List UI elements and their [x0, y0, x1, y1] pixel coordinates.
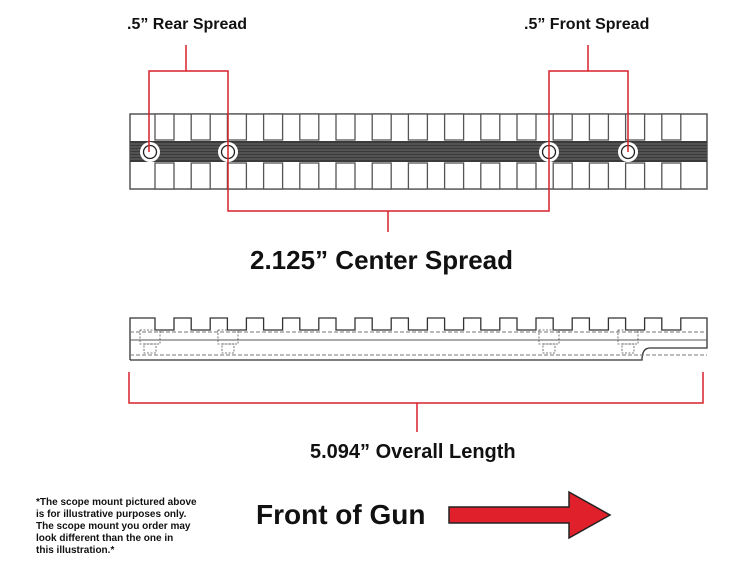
rail-slot	[480, 113, 501, 141]
rail-slot	[371, 162, 392, 190]
rail-slot	[516, 113, 537, 141]
rail-slot	[335, 113, 356, 141]
rail-slot	[624, 162, 646, 190]
rail-slot	[443, 113, 465, 141]
dimension-lines	[128, 45, 704, 432]
rail-slot	[407, 162, 429, 190]
rail-slot	[371, 113, 392, 141]
screw	[217, 329, 239, 345]
screw	[538, 329, 560, 345]
disclaimer-line: is for illustrative purposes only.	[36, 509, 187, 520]
rail-slot	[190, 162, 211, 190]
rear-spread-bracket	[148, 45, 229, 152]
disclaimer-line: *The scope mount pictured above	[36, 497, 197, 508]
screw	[617, 329, 639, 345]
rail-slot	[190, 113, 211, 141]
disclaimer-line: look different than the one in	[36, 533, 174, 544]
rail-slot	[154, 113, 175, 141]
rail-slot	[552, 162, 573, 190]
rail-slot	[516, 162, 537, 190]
rail-slot	[480, 162, 501, 190]
center-spread-label: 2.125” Center Spread	[250, 245, 514, 275]
front-of-gun-label: Front of Gun	[256, 499, 426, 530]
overall-length-label: 5.094” Overall Length	[310, 441, 516, 463]
disclaimer: *The scope mount pictured above is for i…	[36, 497, 197, 557]
front-spread-bracket	[548, 45, 629, 152]
rail-slot	[226, 113, 248, 141]
rail-slot	[443, 162, 465, 190]
rail-slot	[226, 162, 248, 190]
front-spread-label: .5” Front Spread	[524, 16, 650, 33]
disclaimer-line: The scope mount you order may	[36, 521, 191, 532]
rail-slot	[262, 113, 284, 141]
disclaimer-line: this illustration.*	[36, 545, 115, 556]
rail-slot	[552, 113, 573, 141]
rail-slot	[154, 162, 175, 190]
rail-slot	[661, 162, 682, 190]
rail-slot	[624, 113, 646, 141]
rail-slot	[407, 113, 429, 141]
rail-slot	[299, 162, 320, 190]
overall-length-bracket	[128, 372, 704, 432]
rail-slot	[335, 162, 356, 190]
rail-side-view	[129, 317, 708, 361]
rail-slot	[299, 113, 320, 141]
screw	[139, 329, 161, 345]
rail-slot	[588, 162, 610, 190]
rail-top-view	[129, 113, 708, 190]
rail-slot	[588, 113, 610, 141]
front-arrow-icon	[448, 490, 612, 540]
center-spread-bracket	[227, 152, 550, 232]
rail-slot	[262, 162, 284, 190]
rear-spread-label: .5” Rear Spread	[127, 16, 248, 33]
rail-slot	[661, 113, 682, 141]
